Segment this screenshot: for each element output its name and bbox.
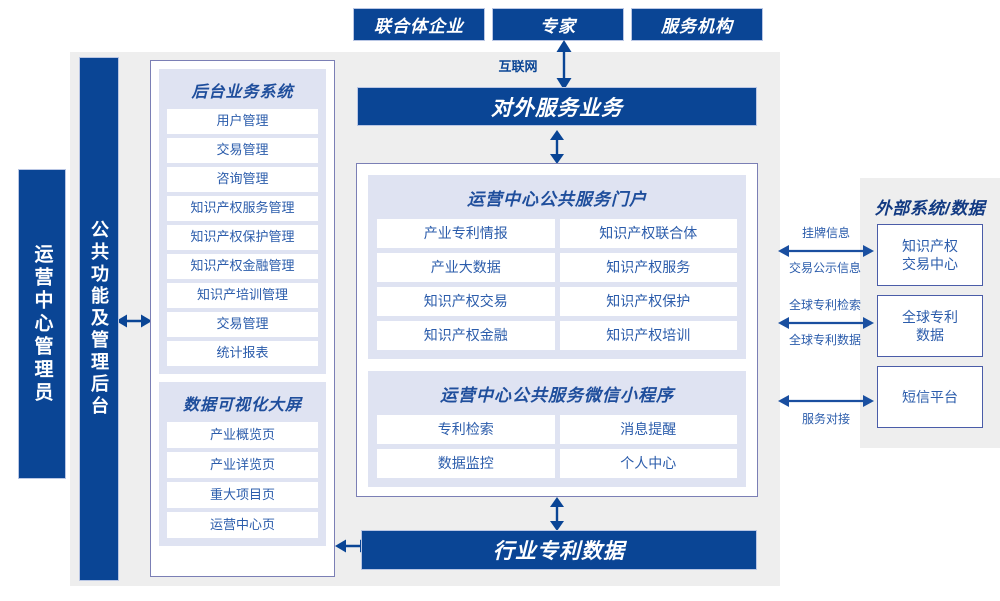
portal-item[interactable]: 知识产权培训 [559,321,737,350]
backend-item[interactable]: 知识产权保护管理 [167,225,318,250]
backend-item[interactable]: 统计报表 [167,341,318,366]
actor-label: 联合体企业 [374,17,464,36]
backend-group-business: 后台业务系统 用户管理 交易管理 咨询管理 知识产权服务管理 知识产权保护管理 … [159,69,326,374]
external-conn-2-label-above: 全球专利检索 [788,298,861,312]
portal-item[interactable]: 产业专利情报 [377,219,555,248]
miniprogram-item[interactable]: 个人中心 [559,449,737,478]
actor-label: 专家 [540,17,576,36]
portal-item[interactable]: 知识产权服务 [559,253,737,282]
service-to-portal-arrow-icon [545,130,569,164]
common-backend-column-label: 公共功能及管理后台 [89,220,109,418]
backend-group-dataviz-title: 数据可视化大屏 [182,397,302,414]
operator-column: 运营中心管理员 [18,169,66,479]
portal-item[interactable]: 知识产权联合体 [559,219,737,248]
backend-panel: 后台业务系统 用户管理 交易管理 咨询管理 知识产权服务管理 知识产权保护管理 … [150,60,335,577]
industry-patent-data-bar: 行业专利数据 [361,530,757,570]
miniprogram-group: 运营中心公共服务微信小程序 专利检索 消息提醒 数据监控 个人中心 [368,371,746,487]
external-box-label: 知识产权 交易中心 [902,237,958,272]
miniprogram-item[interactable]: 数据监控 [377,449,555,478]
miniprogram-item[interactable]: 消息提醒 [559,415,737,444]
backend-item[interactable]: 交易管理 [167,312,318,337]
portal-to-data-arrow-icon [545,497,569,531]
external-conn-3-arrow-icon [778,392,874,410]
backend-item[interactable]: 咨询管理 [167,167,318,192]
external-box-sms-platform[interactable]: 短信平台 [877,366,983,428]
backend-group-business-title: 后台业务系统 [191,84,294,101]
external-box-ip-exchange[interactable]: 知识产权 交易中心 [877,224,983,286]
backend-group-dataviz: 数据可视化大屏 产业概览页 产业详览页 重大项目页 运营中心页 [159,382,326,546]
external-box-label: 短信平台 [902,388,958,405]
external-conn-1-arrow-icon [778,242,874,260]
backend-item[interactable]: 知识产权金融管理 [167,254,318,279]
internet-label: 互联网 [498,59,538,74]
miniprogram-grid: 专利检索 消息提醒 数据监控 个人中心 [377,415,737,478]
external-box-global-patent[interactable]: 全球专利 数据 [877,295,983,357]
backend-item[interactable]: 知识产培训管理 [167,283,318,308]
operator-backend-arrow-icon [116,310,152,332]
actor-box-1: 联合体企业 [353,8,485,41]
common-backend-column: 公共功能及管理后台 [79,57,119,581]
external-service-bar-label: 对外服务业务 [491,96,623,120]
backend-business-list: 用户管理 交易管理 咨询管理 知识产权服务管理 知识产权保护管理 知识产权金融管… [167,109,318,366]
backend-dataviz-list: 产业概览页 产业详览页 重大项目页 运营中心页 [167,422,318,538]
portal-item[interactable]: 知识产权金融 [377,321,555,350]
external-conn-2-arrow-icon [778,314,874,332]
dataviz-item[interactable]: 重大项目页 [167,482,318,508]
portal-group-title: 运营中心公共服务门户 [467,190,647,209]
dataviz-item[interactable]: 产业详览页 [167,452,318,478]
portal-grid: 产业专利情报 知识产权联合体 产业大数据 知识产权服务 知识产权交易 知识产权保… [377,219,737,350]
portal-item[interactable]: 产业大数据 [377,253,555,282]
miniprogram-item[interactable]: 专利检索 [377,415,555,444]
center-panel: 运营中心公共服务门户 产业专利情报 知识产权联合体 产业大数据 知识产权服务 知… [356,163,758,497]
actor-label: 服务机构 [661,17,733,36]
operator-column-label: 运营中心管理员 [31,243,53,405]
backend-item[interactable]: 用户管理 [167,109,318,134]
external-service-bar: 对外服务业务 [357,87,757,126]
external-box-label: 全球专利 数据 [902,308,958,343]
miniprogram-group-title: 运营中心公共服务微信小程序 [440,386,674,405]
actor-box-3: 服务机构 [631,8,763,41]
internet-arrow-icon [552,40,576,90]
portal-group: 运营中心公共服务门户 产业专利情报 知识产权联合体 产业大数据 知识产权服务 知… [368,175,746,359]
portal-item[interactable]: 知识产权交易 [377,287,555,316]
external-conn-1-label-below: 交易公示信息 [788,261,861,275]
external-conn-2-label-below: 全球专利数据 [788,333,861,347]
actor-box-2: 专家 [492,8,624,41]
backend-item[interactable]: 交易管理 [167,138,318,163]
external-conn-1-label-above: 挂牌信息 [801,226,850,240]
backend-item[interactable]: 知识产权服务管理 [167,196,318,221]
industry-patent-data-label: 行业专利数据 [493,540,625,563]
external-panel-title: 外部系统/数据 [874,199,986,218]
portal-item[interactable]: 知识产权保护 [559,287,737,316]
external-conn-3-label-below: 服务对接 [801,412,850,426]
dataviz-item[interactable]: 产业概览页 [167,422,318,448]
dataviz-item[interactable]: 运营中心页 [167,512,318,538]
